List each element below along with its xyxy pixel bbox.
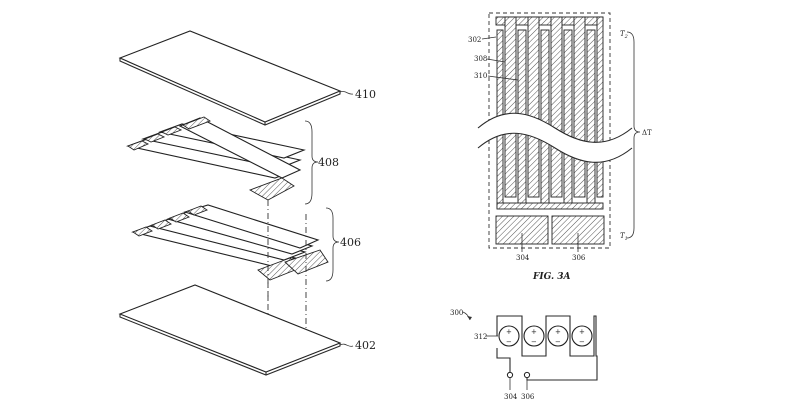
bracket-406: 406 <box>325 207 361 282</box>
ref-410: 410 <box>355 88 376 101</box>
ref-300-arrow <box>462 311 471 321</box>
svg-text:+: + <box>506 328 512 336</box>
label-t1: T1 <box>620 232 628 242</box>
svg-text:+: + <box>531 328 537 336</box>
layer-408-electrodes <box>126 116 306 201</box>
thermocouple-circuit: 300 + − + − + − + − 312 <box>450 309 598 401</box>
label-t2: T2 <box>620 30 628 40</box>
layer-402-plate <box>118 284 342 376</box>
break-line <box>477 112 633 163</box>
voltage-source-3: + − <box>547 325 569 347</box>
dashed-boundary <box>488 12 611 249</box>
circuit-ref-306: 306 <box>521 393 535 401</box>
temperature-bracket <box>626 31 641 239</box>
ref-406: 406 <box>340 236 361 249</box>
terminal-306 <box>523 371 531 379</box>
voltage-source-1: + − <box>498 325 520 347</box>
svg-text:−: − <box>555 338 561 346</box>
terminal-304 <box>506 371 514 379</box>
svg-text:−: − <box>506 338 512 346</box>
ref-408: 408 <box>318 156 339 169</box>
ref-402: 402 <box>355 339 376 352</box>
bracket-408: 408 <box>304 120 339 205</box>
ref-310: 310 <box>474 72 487 80</box>
ref-308: 308 <box>474 55 487 63</box>
fig-3a: 302 308 310 304 306 T2 T1 ΔT FIG. 3A <box>468 12 652 282</box>
top-comb <box>495 16 604 198</box>
exploded-stack: 410 408 <box>118 30 376 376</box>
ref-306: 306 <box>572 254 586 262</box>
layer-410-plate <box>118 30 342 126</box>
label-402: 402 <box>339 339 376 352</box>
layer-406-electrodes <box>131 204 329 281</box>
label-delta-t: ΔT <box>642 129 652 137</box>
svg-text:+: + <box>579 328 585 336</box>
label-410: 410 <box>339 88 376 101</box>
svg-text:−: − <box>531 338 537 346</box>
svg-text:−: − <box>579 338 585 346</box>
svg-text:+: + <box>555 328 561 336</box>
ref-302: 302 <box>468 36 481 44</box>
arrowhead <box>467 316 472 320</box>
circuit-ref-304: 304 <box>504 393 518 401</box>
voltage-source-2: + − <box>523 325 545 347</box>
ref-300: 300 <box>450 309 463 317</box>
ref-312: 312 <box>474 333 487 341</box>
voltage-source-4: + − <box>571 325 593 347</box>
ref-304: 304 <box>516 254 530 262</box>
fig-3a-caption: FIG. 3A <box>532 272 570 282</box>
